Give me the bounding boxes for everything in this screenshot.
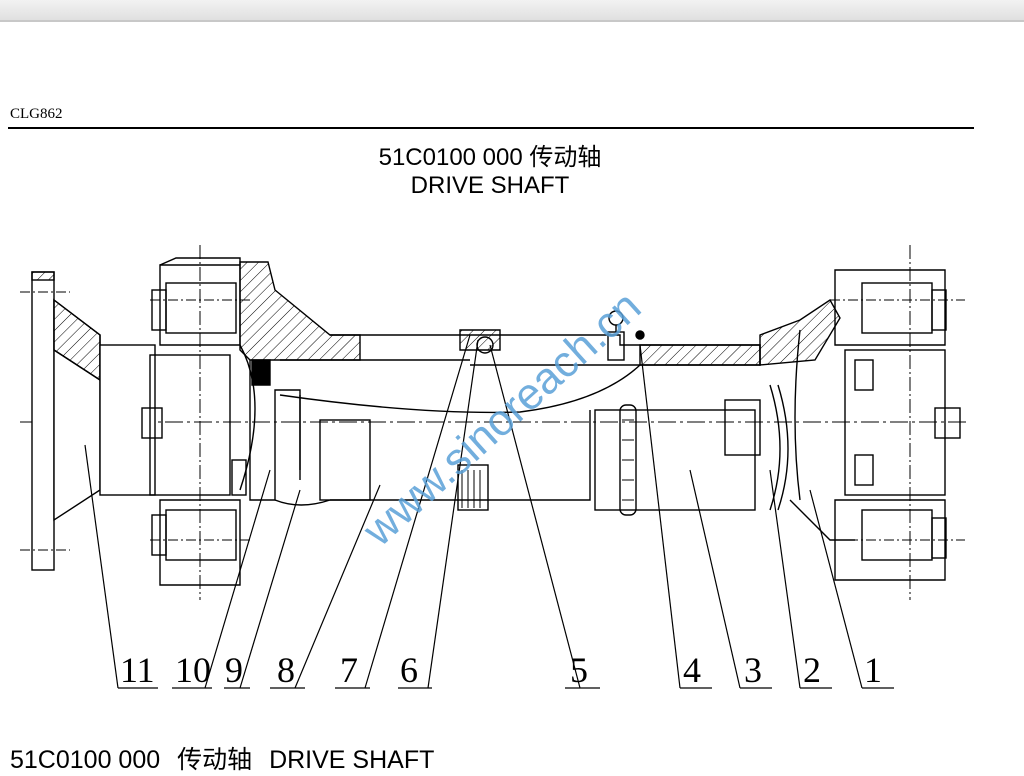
left-universal-joint: [141, 245, 256, 600]
callout-7: 7: [340, 650, 358, 690]
grease-fitting: [607, 310, 645, 361]
caption-code: 51C0100 000: [10, 746, 161, 774]
right-tube-section: [594, 344, 789, 516]
watermark-text: www.sinoreach.cn: [353, 282, 650, 556]
callout-10: 10: [175, 650, 211, 690]
callout-1: 1: [864, 650, 882, 690]
drive-shaft-drawing: 11 10 9 8 7 6 5 4 3 2 1 www.sinoreach.cn: [20, 245, 970, 690]
callout-5: 5: [570, 650, 588, 690]
header-rule: [8, 127, 974, 129]
right-universal-joint: [830, 245, 965, 600]
caption-cn: 传动轴: [177, 746, 253, 774]
drawing-title: 51C0100 000 传动轴: [378, 144, 602, 171]
callout-numbers: 11 10 9 8 7 6 5 4 3 2 1: [120, 650, 882, 690]
drawing-subtitle: DRIVE SHAFT: [410, 172, 570, 199]
callout-leaders: [84, 334, 894, 689]
left-flange: [20, 271, 156, 571]
top-toolbar-strip: [0, 0, 1024, 22]
callout-2: 2: [803, 650, 821, 690]
caption-en: DRIVE SHAFT: [269, 746, 435, 774]
callout-6: 6: [400, 650, 418, 690]
callout-4: 4: [683, 650, 701, 690]
callout-8: 8: [277, 650, 295, 690]
model-label: CLG862: [10, 106, 63, 122]
callout-11: 11: [120, 650, 155, 690]
callout-9: 9: [225, 650, 243, 690]
footer-caption: 51C0100 000 传动轴 DRIVE SHAFT: [10, 740, 444, 776]
callout-3: 3: [744, 650, 762, 690]
